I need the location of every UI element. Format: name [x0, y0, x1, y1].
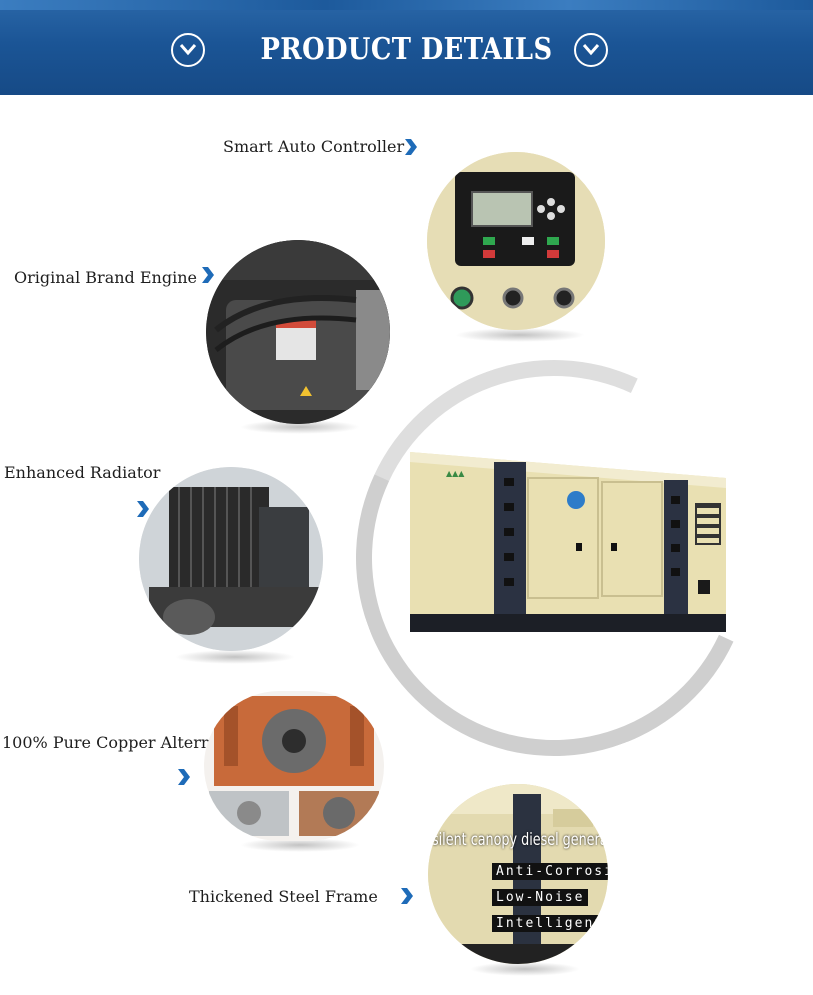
photo-shadow	[240, 838, 360, 852]
feature-label-engine: Original Brand Engine	[14, 268, 197, 287]
frame-photo-line-2: Low-Noise	[492, 889, 589, 906]
feature-label-frame: Thickened Steel Frame	[189, 887, 378, 906]
chevron-right-icon	[137, 501, 149, 517]
page-title: PRODUCT DETAILS	[260, 32, 553, 67]
engine-photo	[206, 240, 390, 424]
svg-text:▲▲▲: ▲▲▲	[446, 469, 465, 478]
feature-label-alternator: 100% Pure Copper Alternator	[2, 733, 245, 752]
controller-photo	[427, 152, 605, 330]
feature-label-radiator: Enhanced Radiator	[4, 463, 161, 482]
photo-shadow	[240, 420, 360, 434]
frame-photo: silent canopy diesel generat Anti-Corros…	[428, 784, 608, 964]
frame-photo-line-3: Intelligent	[492, 915, 608, 932]
frame-photo-caption: silent canopy diesel generat	[432, 830, 608, 850]
chevron-right-icon	[405, 139, 417, 155]
photo-shadow	[175, 650, 295, 664]
alternator-photo	[204, 691, 384, 841]
frame-photo-line-1: Anti-Corrosi	[492, 863, 608, 880]
chevron-down-circle-icon	[171, 33, 205, 67]
header-banner: PRODUCT DETAILS	[0, 0, 813, 95]
feature-label-controller: Smart Auto Controller	[223, 137, 405, 156]
generator-image: ▲▲▲	[406, 448, 730, 636]
chevron-right-icon	[178, 769, 190, 785]
chevron-down-circle-icon	[574, 33, 608, 67]
banner-stripe	[0, 0, 813, 10]
chevron-right-icon	[202, 267, 214, 283]
radiator-photo	[139, 467, 323, 651]
chevron-right-icon	[401, 888, 413, 904]
photo-shadow	[455, 328, 585, 342]
photo-shadow	[470, 962, 580, 976]
